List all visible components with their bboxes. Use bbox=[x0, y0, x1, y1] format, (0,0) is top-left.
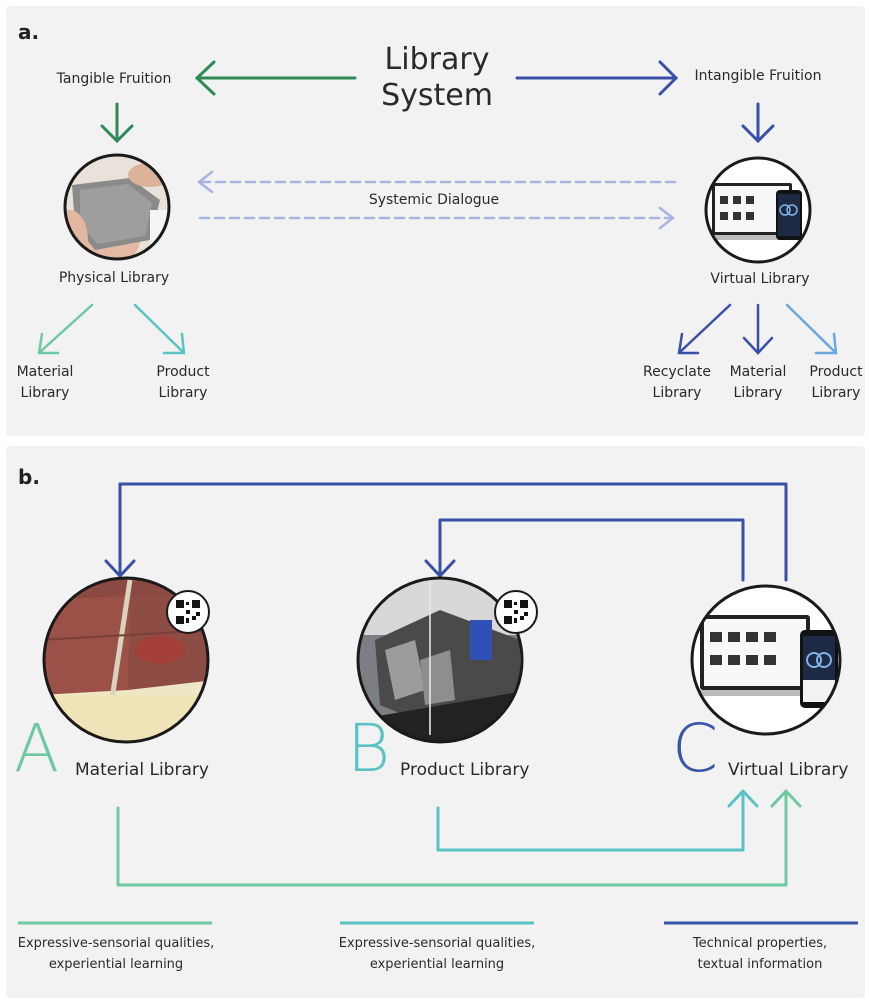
product-library-label-b: Product Library bbox=[400, 760, 530, 780]
virtual-child-recyclate: Recyclate Library bbox=[643, 364, 711, 401]
arrow-tangible-down bbox=[100, 102, 134, 144]
arrow-physical-to-product bbox=[133, 303, 186, 355]
legend-text-virtual: Technical properties, textual informatio… bbox=[692, 936, 828, 972]
physical-library-label: Physical Library bbox=[58, 270, 170, 286]
arrow-virtual-to-material bbox=[742, 303, 774, 355]
letter-c: C bbox=[672, 710, 719, 787]
legend-text-material: Expressive-sensorial qualities, experien… bbox=[17, 936, 215, 972]
virtual-library-photo bbox=[706, 158, 810, 262]
letter-b: B bbox=[347, 710, 391, 787]
loop-virtual-to-material bbox=[104, 482, 788, 582]
virtual-child-material: Material Library bbox=[729, 364, 787, 401]
panel-a-label: a. bbox=[18, 20, 40, 44]
loop-virtual-to-product bbox=[424, 518, 745, 582]
arrow-virtual-to-product bbox=[785, 303, 838, 355]
virtual-library-circle bbox=[704, 156, 812, 264]
material-library-circle bbox=[42, 576, 210, 744]
tangible-fruition-label: Tangible Fruition bbox=[56, 71, 172, 87]
library-system-title: Library System bbox=[381, 42, 493, 113]
dialogue-arrowhead-left bbox=[196, 170, 214, 194]
physical-child-product: Product Library bbox=[156, 364, 210, 401]
qr-code-product bbox=[494, 590, 538, 634]
virtual-library-label-b: Virtual Library bbox=[728, 760, 849, 780]
arrow-virtual-to-recyclate bbox=[677, 303, 732, 355]
intangible-fruition-label: Intangible Fruition bbox=[694, 68, 822, 84]
material-library-label-b: Material Library bbox=[75, 760, 209, 780]
panel-b-label: b. bbox=[18, 465, 40, 489]
arrow-physical-to-material bbox=[37, 303, 94, 355]
arrow-intangible-down bbox=[741, 102, 775, 144]
virtual-child-product: Product Library bbox=[809, 364, 863, 401]
loop-material-to-virtual bbox=[116, 789, 802, 887]
product-library-circle bbox=[356, 576, 524, 744]
arrow-to-tangible bbox=[194, 60, 357, 96]
qr-code-material bbox=[166, 590, 210, 634]
product-library-photo bbox=[358, 578, 522, 742]
loop-product-to-virtual bbox=[436, 789, 759, 852]
virtual-library-photo-b bbox=[692, 586, 840, 734]
systemic-dialogue-label: Systemic Dialogue bbox=[368, 192, 500, 208]
virtual-library-circle-b bbox=[690, 584, 842, 736]
physical-library-photo bbox=[65, 155, 169, 259]
dialogue-arrowhead-right bbox=[658, 206, 676, 230]
arrow-to-intangible bbox=[515, 60, 679, 96]
physical-child-material: Material Library bbox=[16, 364, 74, 401]
legend-text-product: Expressive-sensorial qualities, experien… bbox=[338, 936, 536, 972]
letter-a: A bbox=[14, 710, 60, 787]
virtual-library-label: Virtual Library bbox=[710, 271, 810, 287]
physical-library-circle bbox=[63, 153, 171, 261]
